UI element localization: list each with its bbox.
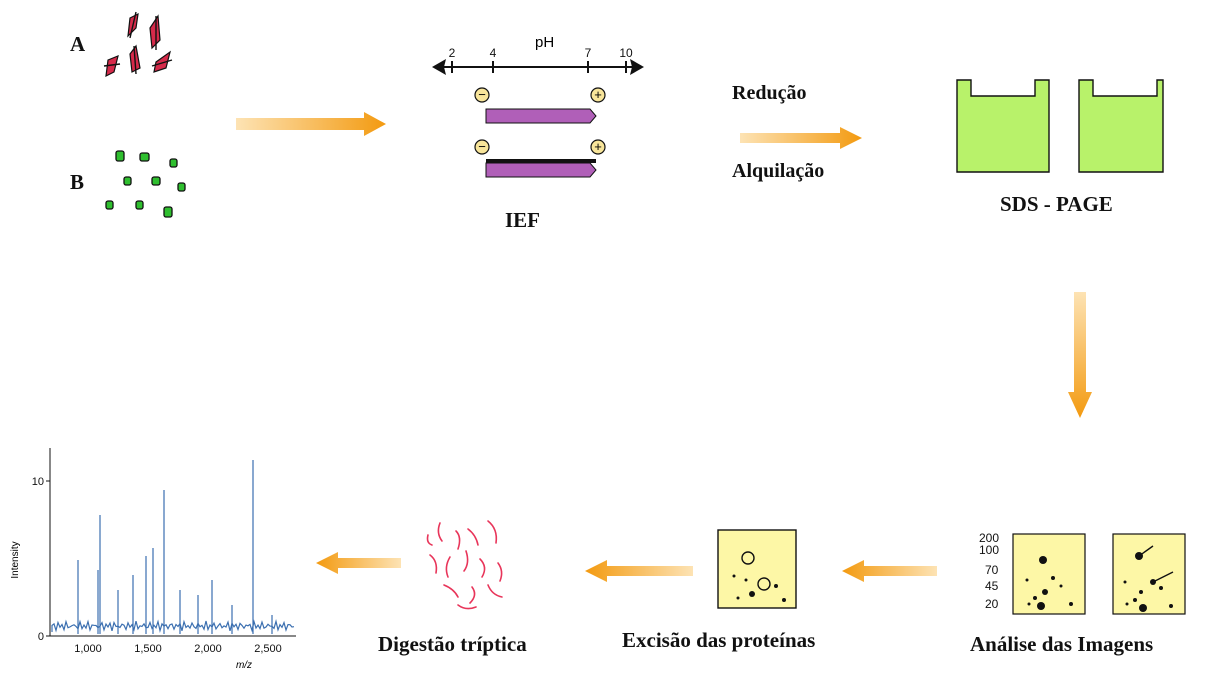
marker-200: 200 <box>979 531 999 545</box>
ief-strip-2 <box>485 162 597 178</box>
sample-a-cells <box>103 11 173 78</box>
cell-a-2 <box>149 14 161 50</box>
excised-spot-2 <box>757 577 771 591</box>
ief-label: IEF <box>505 208 541 232</box>
cell-a-3 <box>105 55 119 78</box>
sample-b-label: B <box>70 170 85 194</box>
spectrum-baseline <box>51 619 295 633</box>
ph-tick-10: 10 <box>619 46 633 60</box>
svg-text:+: + <box>594 87 602 102</box>
xtick-1500: 1,500 <box>134 643 162 655</box>
ytick-0: 0 <box>38 631 44 643</box>
sds-page-label: SDS - PAGE <box>1000 192 1113 216</box>
arrow-excision-to-digestion <box>585 560 693 582</box>
image-analysis-label: Análise das Imagens <box>970 632 1154 656</box>
alkylation-label: Alquilação <box>732 160 825 182</box>
svg-text:−: − <box>478 139 486 154</box>
arrow-digestion-to-spectrum <box>316 552 401 574</box>
ief-strip-1 <box>485 108 597 124</box>
marker-100: 100 <box>979 543 999 557</box>
arrow-sds-to-analysis <box>1068 292 1092 418</box>
arrow-ief-to-sds <box>740 127 862 149</box>
minus-electrode-1 <box>474 87 490 103</box>
svg-text:+: + <box>594 139 602 154</box>
marker-45: 45 <box>985 579 999 593</box>
mass-spectrum: Intensity 0 10 1,000 1,500 2,000 2,500 m… <box>10 448 296 671</box>
svg-text:−: − <box>478 87 486 102</box>
xtick-1000: 1,000 <box>74 643 102 655</box>
reduction-label: Redução <box>732 82 807 104</box>
marker-70: 70 <box>985 563 999 577</box>
plus-electrode-1 <box>590 87 606 103</box>
plus-electrode-2 <box>590 139 606 155</box>
ph-label: pH <box>535 34 554 51</box>
excision-panel <box>717 529 797 609</box>
digestion-label: Digestão tríptica <box>378 632 527 656</box>
cell-a-5 <box>153 50 171 73</box>
excised-spot-1 <box>741 551 755 565</box>
sds-page-gels <box>956 79 1164 173</box>
gel-2 <box>1078 79 1164 173</box>
ph-tick-4: 4 <box>490 46 497 60</box>
analysis-panel-1 <box>1012 533 1086 615</box>
sample-b-cells <box>105 150 186 218</box>
peptide-fragments <box>426 520 503 610</box>
ief-diagram: pH 2 4 7 10 − + − + <box>432 34 644 178</box>
xtick-2000: 2,000 <box>194 643 222 655</box>
spectrum-xlabel: m/z <box>236 660 252 671</box>
image-analysis-panels: 200 100 70 45 20 <box>979 531 1186 615</box>
ph-tick-2: 2 <box>449 46 456 60</box>
ytick-10: 10 <box>32 476 44 488</box>
marker-20: 20 <box>985 597 999 611</box>
ph-tick-7: 7 <box>585 46 592 60</box>
gel-1 <box>956 79 1050 173</box>
sample-a-label: A <box>70 32 86 56</box>
xtick-2500: 2,500 <box>254 643 282 655</box>
arrow-analysis-to-excision <box>842 560 937 582</box>
arrow-samples-to-ief <box>236 112 386 136</box>
excision-label: Excisão das proteínas <box>622 628 816 652</box>
minus-electrode-2 <box>474 139 490 155</box>
spectrum-ylabel: Intensity <box>10 541 21 578</box>
analysis-panel-2 <box>1112 533 1186 615</box>
